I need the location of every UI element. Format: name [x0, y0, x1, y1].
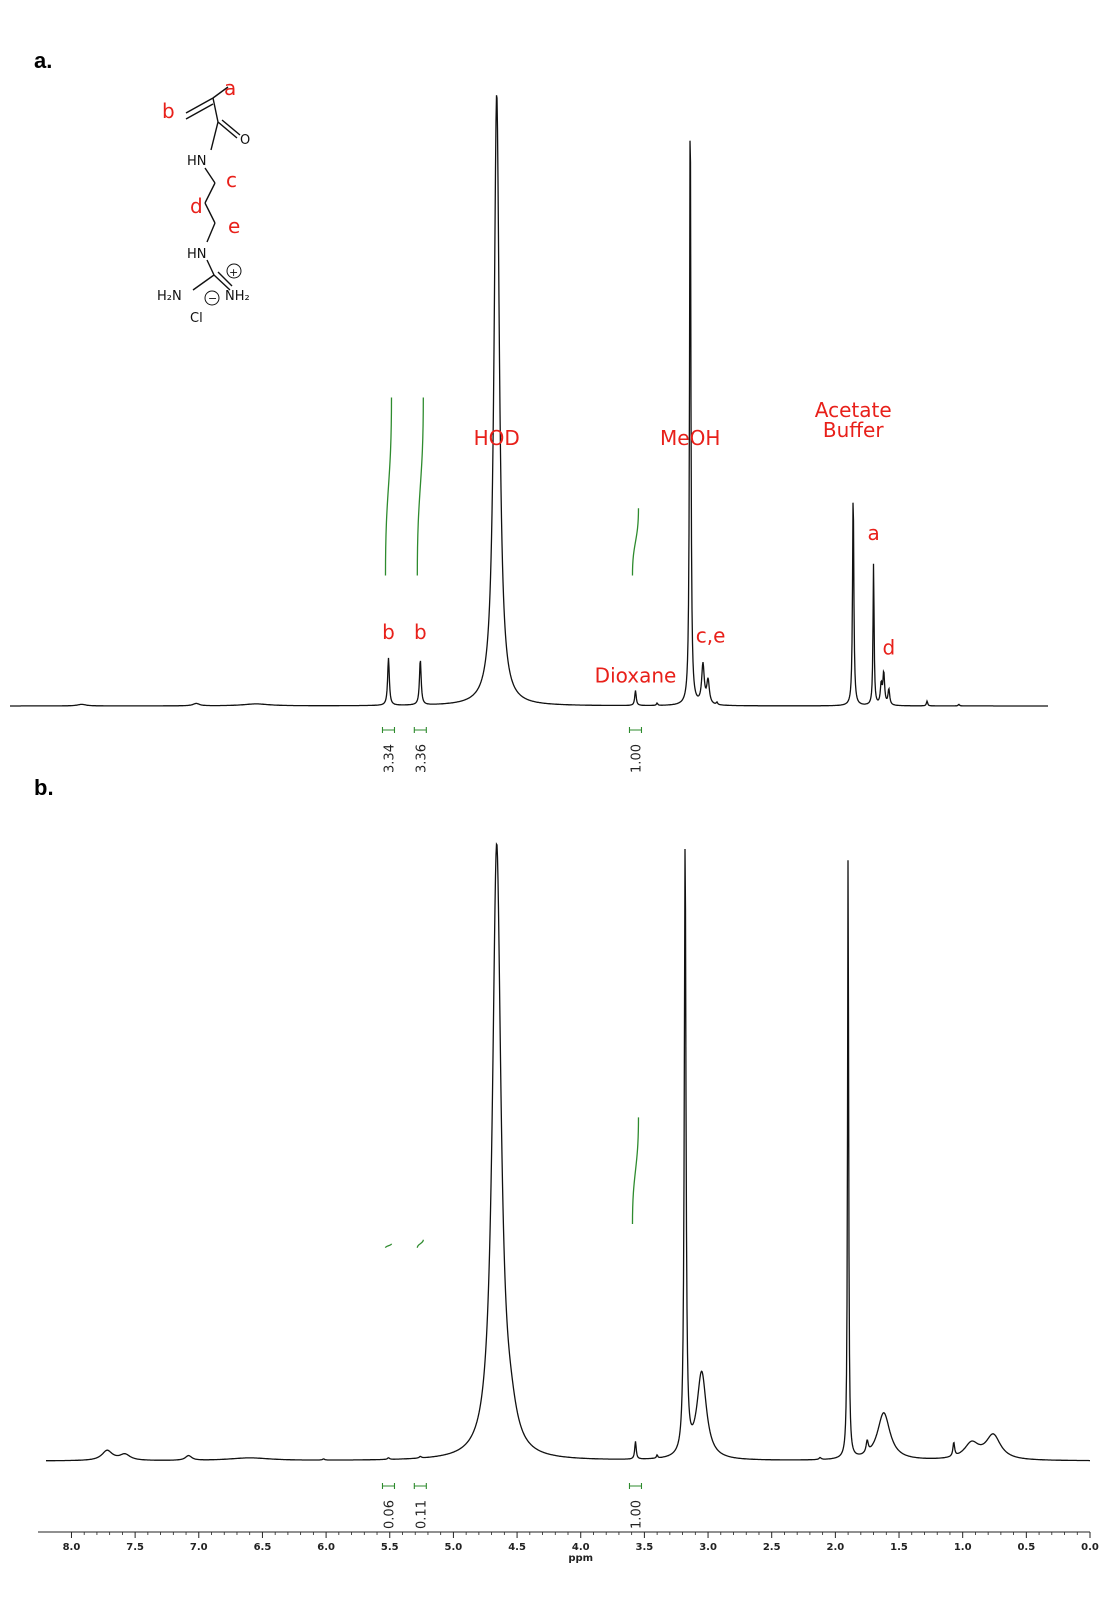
x-tick-label-7: 4.5 [508, 1542, 526, 1553]
integral-value-a-2: 1.00 [629, 744, 644, 773]
charge-plus-icon [226, 263, 242, 279]
atom-hn-guanidine: HN [187, 247, 207, 262]
panel-label-a: a. [34, 48, 52, 73]
x-tick-label-8: 4.0 [572, 1542, 590, 1553]
integral-value-b-2: 1.00 [629, 1500, 644, 1529]
x-tick-label-11: 2.5 [763, 1542, 781, 1553]
peak-label-a-4: a [867, 521, 879, 545]
atom-o: O [240, 133, 250, 148]
integral-value-b-0: 0.06 [382, 1500, 397, 1529]
spectrum-line-b [46, 842, 1090, 1462]
x-tick-label-14: 1.0 [954, 1542, 972, 1553]
integral-bracket-b-1 [413, 1483, 427, 1489]
charge-minus-icon [204, 290, 220, 306]
structure-label-a: a [224, 76, 236, 100]
integral-curve-a-0 [384, 397, 393, 576]
integral-curve-a-1 [416, 397, 424, 576]
structure-bonds [185, 86, 241, 291]
x-tick-label-12: 2.0 [827, 1542, 845, 1553]
x-tick-label-2: 7.0 [190, 1542, 208, 1553]
x-tick-label-9: 3.5 [636, 1542, 654, 1553]
integral-value-a-0: 3.34 [382, 744, 397, 773]
structure-label-d: d [190, 194, 203, 218]
structure-label-c: c [226, 168, 237, 192]
spectrum-panel-b: 0.06 0.11 1.00 [46, 842, 1090, 1529]
integral-curve-a-2 [631, 508, 640, 576]
atom-cl: Cl [190, 311, 203, 326]
x-tick-label-0: 8.0 [63, 1542, 81, 1553]
atom-nh2: NH₂ [225, 289, 250, 304]
charge-plus: + [229, 266, 238, 279]
x-tick-label-15: 0.5 [1017, 1542, 1035, 1553]
peak-label-a-6: b [414, 620, 427, 644]
structure-label-b: b [162, 99, 175, 123]
x-tick-label-13: 1.5 [890, 1542, 908, 1553]
panel-label-b: b. [34, 775, 54, 800]
integral-curve-b-0 [384, 1243, 393, 1248]
ppm-axis: 8.0 7.5 7.0 6.5 6.0 5.5 5.0 4.5 4.0 3.5 3.0 2.5 2.0 1… [38, 1531, 1099, 1564]
integral-bracket-b-2 [628, 1483, 643, 1489]
x-tick-label-5: 5.5 [381, 1542, 399, 1553]
peak-label-a-7: Dioxane [595, 663, 677, 687]
peak-label-a-3: Buffer [823, 418, 884, 442]
peak-label-a-2: Acetate [815, 398, 892, 422]
x-tick-label-16: 0.0 [1081, 1542, 1099, 1553]
x-tick-label-1: 7.5 [126, 1542, 144, 1553]
x-axis-label: ppm [568, 1553, 593, 1564]
structure-label-e: e [228, 214, 240, 238]
integral-value-a-1: 3.36 [414, 744, 429, 773]
charge-minus: − [208, 292, 217, 305]
atom-hn-amide: HN [187, 154, 207, 169]
x-tick-label-3: 6.5 [254, 1542, 272, 1553]
integral-value-b-1: 0.11 [414, 1500, 429, 1529]
peak-label-a-8: c,e [696, 624, 726, 648]
integral-bracket-a-0 [381, 727, 396, 733]
spectrum-line-a [10, 95, 1048, 707]
peak-label-a-1: MeOH [660, 426, 720, 450]
x-tick-label-10: 3.0 [699, 1542, 717, 1553]
integral-curve-b-2 [631, 1117, 640, 1224]
integral-bracket-b-0 [381, 1483, 396, 1489]
integral-bracket-a-2 [628, 727, 643, 733]
peak-label-a-0: HOD [474, 426, 520, 450]
integral-curve-b-1 [416, 1239, 424, 1248]
monomer-structure: O HN HN H₂N NH₂ Cl + − a b c d e [157, 76, 250, 326]
x-tick-label-6: 5.0 [445, 1542, 463, 1553]
x-tick-label-4: 6.0 [317, 1542, 335, 1553]
peak-label-a-9: d [882, 636, 895, 660]
atom-h2n: H₂N [157, 289, 182, 304]
peak-label-a-5: b [382, 620, 395, 644]
integral-bracket-a-1 [413, 727, 427, 733]
